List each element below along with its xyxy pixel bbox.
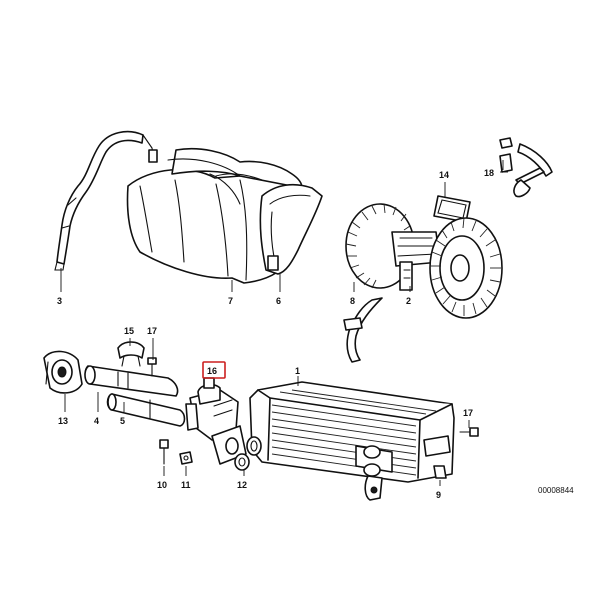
part-6-housing-half bbox=[259, 183, 323, 275]
part-17-screw-upper bbox=[147, 357, 157, 377]
part-13-grommet bbox=[43, 350, 83, 394]
part-17-screw-right bbox=[459, 427, 479, 437]
callout-17-right: 17 bbox=[463, 408, 473, 418]
callout-10: 10 bbox=[157, 480, 167, 490]
callout-12: 12 bbox=[237, 480, 247, 490]
callout-6: 6 bbox=[276, 296, 281, 306]
part-3-bracket bbox=[54, 130, 158, 271]
callout-5: 5 bbox=[120, 416, 125, 426]
callout-16: 16 bbox=[207, 366, 217, 376]
part-12-o-rings bbox=[234, 436, 262, 471]
part-18-vacuum-line bbox=[499, 137, 553, 198]
part-2-blower-motor bbox=[345, 203, 503, 319]
part-1-heater-core bbox=[249, 381, 455, 501]
callout-labels: 3 7 6 8 2 14 18 15 17 1 13 4 5 17 10 11 … bbox=[57, 168, 494, 500]
callout-15: 15 bbox=[124, 326, 134, 336]
callout-11: 11 bbox=[181, 480, 191, 490]
callout-16-highlight[interactable]: 16 bbox=[202, 361, 226, 379]
callout-1: 1 bbox=[295, 366, 300, 376]
callout-17-upper: 17 bbox=[147, 326, 157, 336]
part-11-nut bbox=[179, 451, 193, 465]
callout-2: 2 bbox=[406, 296, 411, 306]
highlight-box bbox=[202, 361, 226, 379]
callout-9: 9 bbox=[436, 490, 441, 500]
part-15-clip bbox=[117, 341, 145, 367]
callout-18: 18 bbox=[484, 168, 494, 178]
part-8-clamp-bracket bbox=[343, 297, 383, 363]
callout-4: 4 bbox=[94, 416, 99, 426]
part-10-bolt bbox=[159, 439, 169, 465]
callout-8: 8 bbox=[350, 296, 355, 306]
part-9-nut bbox=[433, 465, 447, 479]
part-5-outlet-pipe bbox=[106, 393, 186, 427]
leader-lines bbox=[60, 160, 508, 486]
callout-7: 7 bbox=[228, 296, 233, 306]
callout-3: 3 bbox=[57, 296, 62, 306]
part-16-water-valve bbox=[185, 377, 247, 465]
diagram-reference-code: 00008844 bbox=[538, 486, 574, 495]
part-7-housing bbox=[126, 147, 303, 284]
part-4-inlet-pipe bbox=[84, 365, 179, 397]
callout-14: 14 bbox=[439, 170, 449, 180]
callout-13: 13 bbox=[58, 416, 68, 426]
